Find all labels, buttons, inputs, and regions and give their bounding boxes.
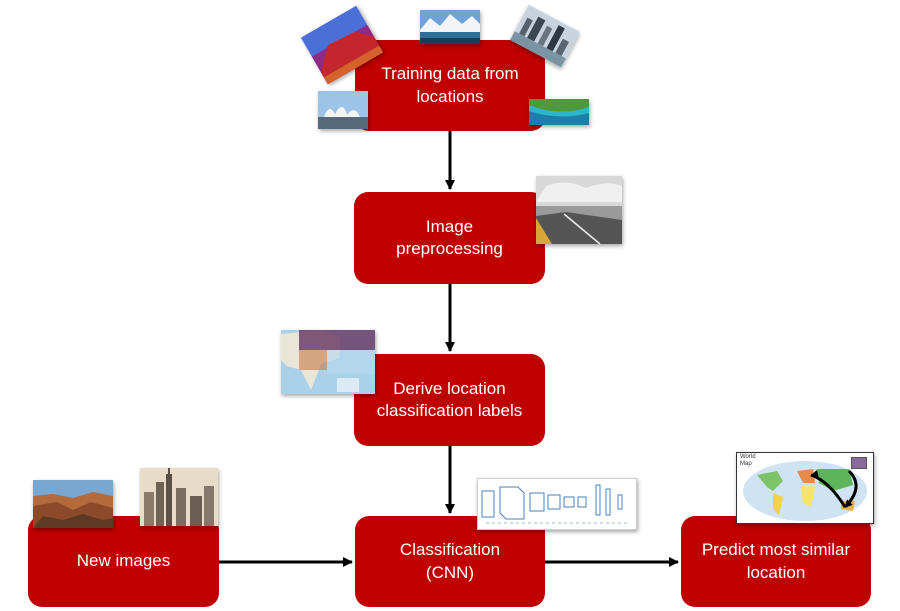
world-map-image: World Map — [736, 452, 874, 524]
map-grid-image — [281, 330, 375, 394]
road-photo — [536, 176, 622, 244]
skyline-photo — [140, 468, 218, 526]
derive-labels-node: Derive location classification labels — [354, 354, 545, 446]
image-preprocessing-node: Image preprocessing — [354, 192, 545, 284]
predict-location-node: Predict most similar location — [681, 516, 871, 607]
training-data-node: Training data from locations — [355, 40, 545, 131]
small-location-photo — [851, 457, 867, 469]
mountain-lake-photo — [420, 10, 480, 44]
opera-house-photo — [318, 91, 368, 129]
cnn-architecture-diagram — [477, 478, 637, 530]
world-map-caption: World Map — [740, 454, 756, 467]
uluru-photo — [300, 5, 384, 85]
beach-photo — [529, 99, 589, 125]
new-images-node: New images — [28, 516, 219, 607]
canyon-photo — [33, 480, 113, 528]
classification-node: Classification (CNN) — [355, 516, 545, 607]
city-river-photo — [510, 4, 580, 68]
